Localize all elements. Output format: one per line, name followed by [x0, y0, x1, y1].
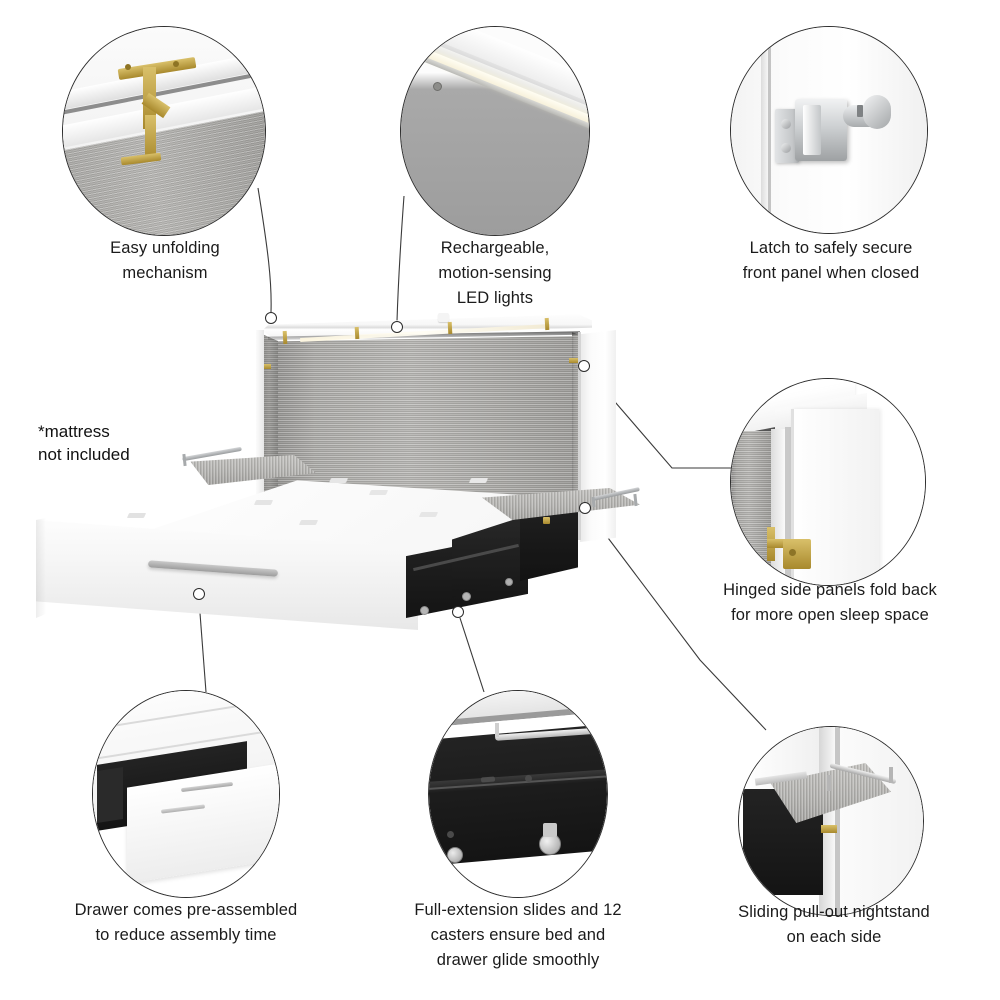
callout-bubble-casters[interactable]: [428, 690, 608, 898]
marker-easy-unfolding[interactable]: [265, 312, 277, 324]
hinge-icon-top-1: [282, 330, 288, 345]
marker-drawer[interactable]: [193, 588, 205, 600]
caster-wheel-2: [462, 592, 471, 601]
nightstand-rail-post-right: [633, 493, 638, 507]
caption-nightstand: Sliding pull-out nightstand on each side: [738, 903, 930, 946]
platform-slat-1: [126, 513, 147, 518]
marker-led-lights[interactable]: [391, 321, 403, 333]
platform-slat-8: [328, 478, 349, 483]
mattress-disclaimer: *mattress not included: [38, 422, 130, 464]
marker-nightstand[interactable]: [579, 502, 591, 514]
caption-led-lights: Rechargeable, motion-sensing LED lights: [438, 239, 552, 307]
callout-bubble-drawer[interactable]: [92, 690, 280, 898]
led-sensor-nub: [438, 313, 449, 322]
callout-bubble-led-lights[interactable]: [400, 26, 590, 236]
platform-slat-4: [298, 520, 319, 525]
hinge-icon-top-4: [544, 317, 550, 331]
bed-left-edge-shadow: [36, 518, 46, 618]
callout-bubble-hinged-panels[interactable]: [730, 378, 926, 586]
callout-bubble-safety-latch[interactable]: [730, 26, 928, 234]
hinge-icon-top-2: [354, 326, 360, 340]
nightstand-bracket-brass: [543, 517, 550, 524]
hinge-icon-left-mid: [259, 364, 271, 369]
platform-slat-7: [468, 478, 489, 483]
left-side-panel-edge: [256, 330, 264, 510]
callout-bubble-easy-unfolding[interactable]: [62, 26, 266, 236]
platform-slat-6: [418, 512, 439, 517]
caption-safety-latch: Latch to safely secure front panel when …: [742, 239, 920, 282]
caster-wheel-3: [505, 578, 513, 586]
hinge-icon-right-mid: [569, 358, 581, 363]
caster-wheel-1: [420, 606, 429, 615]
caption-drawer: Drawer comes pre-assembled to reduce ass…: [74, 901, 298, 944]
platform-slat-5: [368, 490, 389, 495]
right-panel-edge-line: [578, 332, 581, 540]
marker-casters[interactable]: [452, 606, 464, 618]
caption-easy-unfolding: Easy unfolding mechanism: [110, 239, 220, 282]
cabinet-left-inner-wall: [262, 334, 278, 510]
callout-bubble-nightstand[interactable]: [738, 726, 924, 916]
platform-slat-3: [253, 500, 274, 505]
caption-casters: Full-extension slides and 12 casters ens…: [414, 901, 622, 969]
hinge-icon-top-3: [447, 321, 453, 335]
marker-hinged-panels[interactable]: [578, 360, 590, 372]
cabinet-top-shadow-line: [268, 331, 580, 341]
